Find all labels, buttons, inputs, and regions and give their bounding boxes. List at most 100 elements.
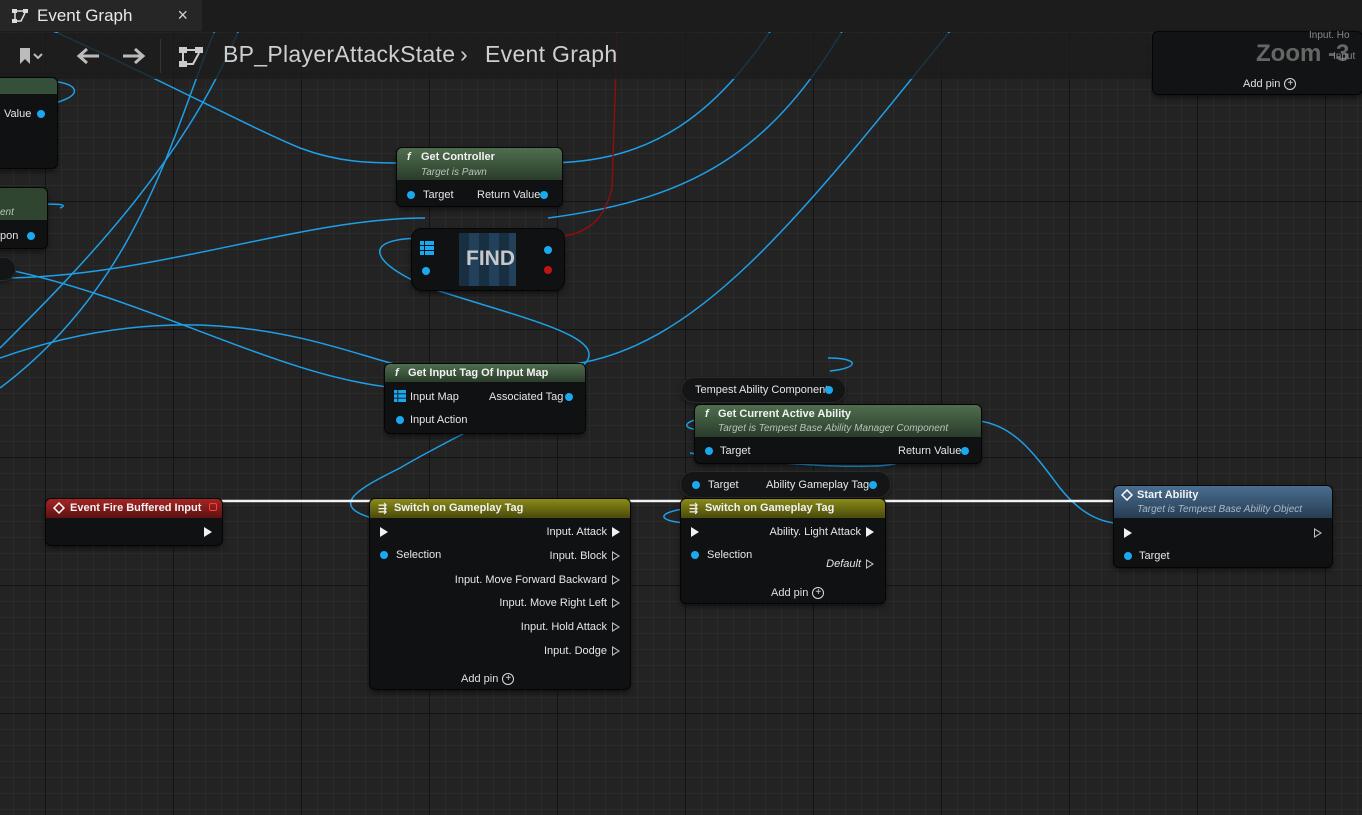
output-pin[interactable] (544, 246, 552, 254)
node-title: Get Current Active Ability (718, 408, 851, 420)
breadcrumb-blueprint[interactable]: BP_PlayerAttackState (223, 41, 455, 68)
tab-bar: Event Graph × (0, 0, 1362, 32)
target-pin[interactable] (407, 191, 415, 199)
exec-output-pin[interactable] (866, 527, 874, 537)
get-current-active-ability-node[interactable]: f Get Current Active Ability Target is T… (695, 405, 981, 463)
start-ability-node[interactable]: Start Ability Target is Tempest Base Abi… (1114, 486, 1332, 567)
graph-icon (177, 44, 205, 70)
exec-input-pin[interactable] (380, 527, 388, 537)
left-node-component[interactable]: ent pon (0, 188, 47, 248)
exec-output-pin[interactable] (612, 622, 620, 632)
input-pin[interactable] (422, 267, 430, 275)
function-call-icon (1121, 489, 1133, 501)
node-title: Get Controller (421, 151, 495, 163)
pin-label: Input Action (410, 414, 468, 426)
exec-input-pin[interactable] (1124, 528, 1132, 538)
forward-button[interactable] (118, 41, 150, 71)
node-title: Event Fire Buffered Input (70, 502, 201, 514)
node-title: Start Ability (1137, 489, 1198, 501)
exec-output-pin[interactable] (612, 527, 620, 537)
add-pin-label: Add pin (1243, 78, 1280, 90)
switch-icon: ⇶ (378, 502, 387, 515)
switch-on-gameplay-tag-node[interactable]: ⇶ Switch on Gameplay Tag Selection Input… (370, 499, 630, 689)
exec-output-pin[interactable] (866, 559, 874, 569)
top-right-node[interactable]: Input. Ho Zoom -3 Input Add pin+ (1153, 32, 1362, 94)
exec-output-pin[interactable] (612, 551, 620, 561)
pin-label: Input. Hold Attack (521, 621, 607, 633)
input-action-pin[interactable] (396, 416, 404, 424)
node-subtitle: ent (0, 207, 14, 218)
exec-output-pin[interactable] (204, 527, 212, 537)
tab-label: Event Graph (37, 6, 132, 26)
associated-tag-pin[interactable] (565, 393, 573, 401)
pin-label: Ability. Light Attack (769, 526, 861, 538)
selection-pin[interactable] (380, 551, 388, 559)
divider (160, 39, 161, 73)
plus-icon: + (1284, 78, 1296, 90)
get-input-tag-node[interactable]: f Get Input Tag Of Input Map Input Map A… (385, 364, 585, 433)
ability-gameplay-tag-node[interactable]: Target Ability Gameplay Tag (681, 472, 890, 497)
graph-icon (11, 7, 29, 25)
find-label: FIND (466, 247, 515, 271)
pin-label: Target (423, 189, 454, 201)
pin-label: Input Map (410, 391, 459, 403)
switch-on-gameplay-tag-node-2[interactable]: ⇶ Switch on Gameplay Tag Selection Abili… (681, 499, 885, 603)
plus-icon: + (502, 673, 514, 685)
pin-label: Input. Dodge (544, 645, 607, 657)
add-pin-button[interactable]: Add pin+ (771, 587, 824, 599)
add-pin-label: Add pin (461, 673, 498, 685)
node-subtitle: Target is Tempest Base Ability Manager C… (718, 423, 948, 434)
close-icon[interactable]: × (177, 5, 188, 26)
switch-icon: ⇶ (689, 502, 698, 515)
target-pin[interactable] (692, 481, 700, 489)
target-pin[interactable] (1124, 552, 1132, 560)
bookmark-dropdown-button[interactable] (8, 41, 52, 71)
pin-label: Ability Gameplay Tag (766, 479, 869, 491)
exec-input-pin[interactable] (691, 527, 699, 537)
output-pin[interactable] (37, 110, 45, 118)
output-pin[interactable] (825, 386, 833, 394)
exec-output-pin[interactable] (1314, 528, 1322, 538)
pin-label: Input. Move Right Left (499, 597, 607, 609)
selection-pin[interactable] (691, 551, 699, 559)
add-pin-button[interactable]: Add pin + (1243, 78, 1296, 90)
node-header (0, 78, 57, 94)
delegate-pin[interactable] (209, 503, 217, 511)
arrow-right-icon (121, 46, 147, 66)
function-icon: f (407, 151, 411, 163)
return-value-pin[interactable] (540, 191, 548, 199)
output-pin[interactable] (869, 481, 877, 489)
node-subtitle: Target is Pawn (421, 167, 487, 178)
back-button[interactable] (72, 41, 104, 71)
arrow-left-icon (75, 46, 101, 66)
get-controller-node[interactable]: f Get Controller Target is Pawn Target R… (397, 148, 562, 206)
exec-output-pin[interactable] (612, 598, 620, 608)
node-title: Switch on Gameplay Tag (705, 502, 834, 514)
exec-output-pin[interactable] (612, 646, 620, 656)
pin-label: Value (4, 108, 31, 120)
node-label: Tempest Ability Component (695, 384, 828, 396)
pin-label: pon (0, 230, 18, 242)
function-icon: f (705, 408, 709, 420)
left-node-value[interactable]: Value (0, 78, 57, 168)
pin-label: Target (1139, 550, 1170, 562)
event-icon (53, 502, 65, 514)
output-pin-int[interactable] (544, 266, 552, 274)
graph-canvas[interactable] (0, 32, 1362, 815)
pin-label: Return Value (898, 445, 961, 457)
add-pin-button[interactable]: Add pin + (461, 673, 514, 685)
find-node[interactable]: FIND (412, 229, 564, 290)
exec-output-pin[interactable] (612, 575, 620, 585)
breadcrumb-graph[interactable]: Event Graph (485, 41, 617, 68)
event-fire-buffered-input-node[interactable]: Event Fire Buffered Input (46, 499, 222, 545)
return-value-pin[interactable] (961, 447, 969, 455)
pin-label: Return Value (477, 189, 540, 201)
breadcrumb-separator: › (460, 41, 468, 68)
add-pin-label: Add pin (771, 587, 808, 599)
pin-label: Associated Tag (489, 391, 563, 403)
tempest-ability-component-node[interactable]: Tempest Ability Component (682, 378, 845, 402)
target-pin[interactable] (705, 447, 713, 455)
pin-label: Selection (707, 549, 752, 561)
tab-event-graph[interactable]: Event Graph × (0, 0, 202, 31)
output-pin[interactable] (27, 232, 35, 240)
